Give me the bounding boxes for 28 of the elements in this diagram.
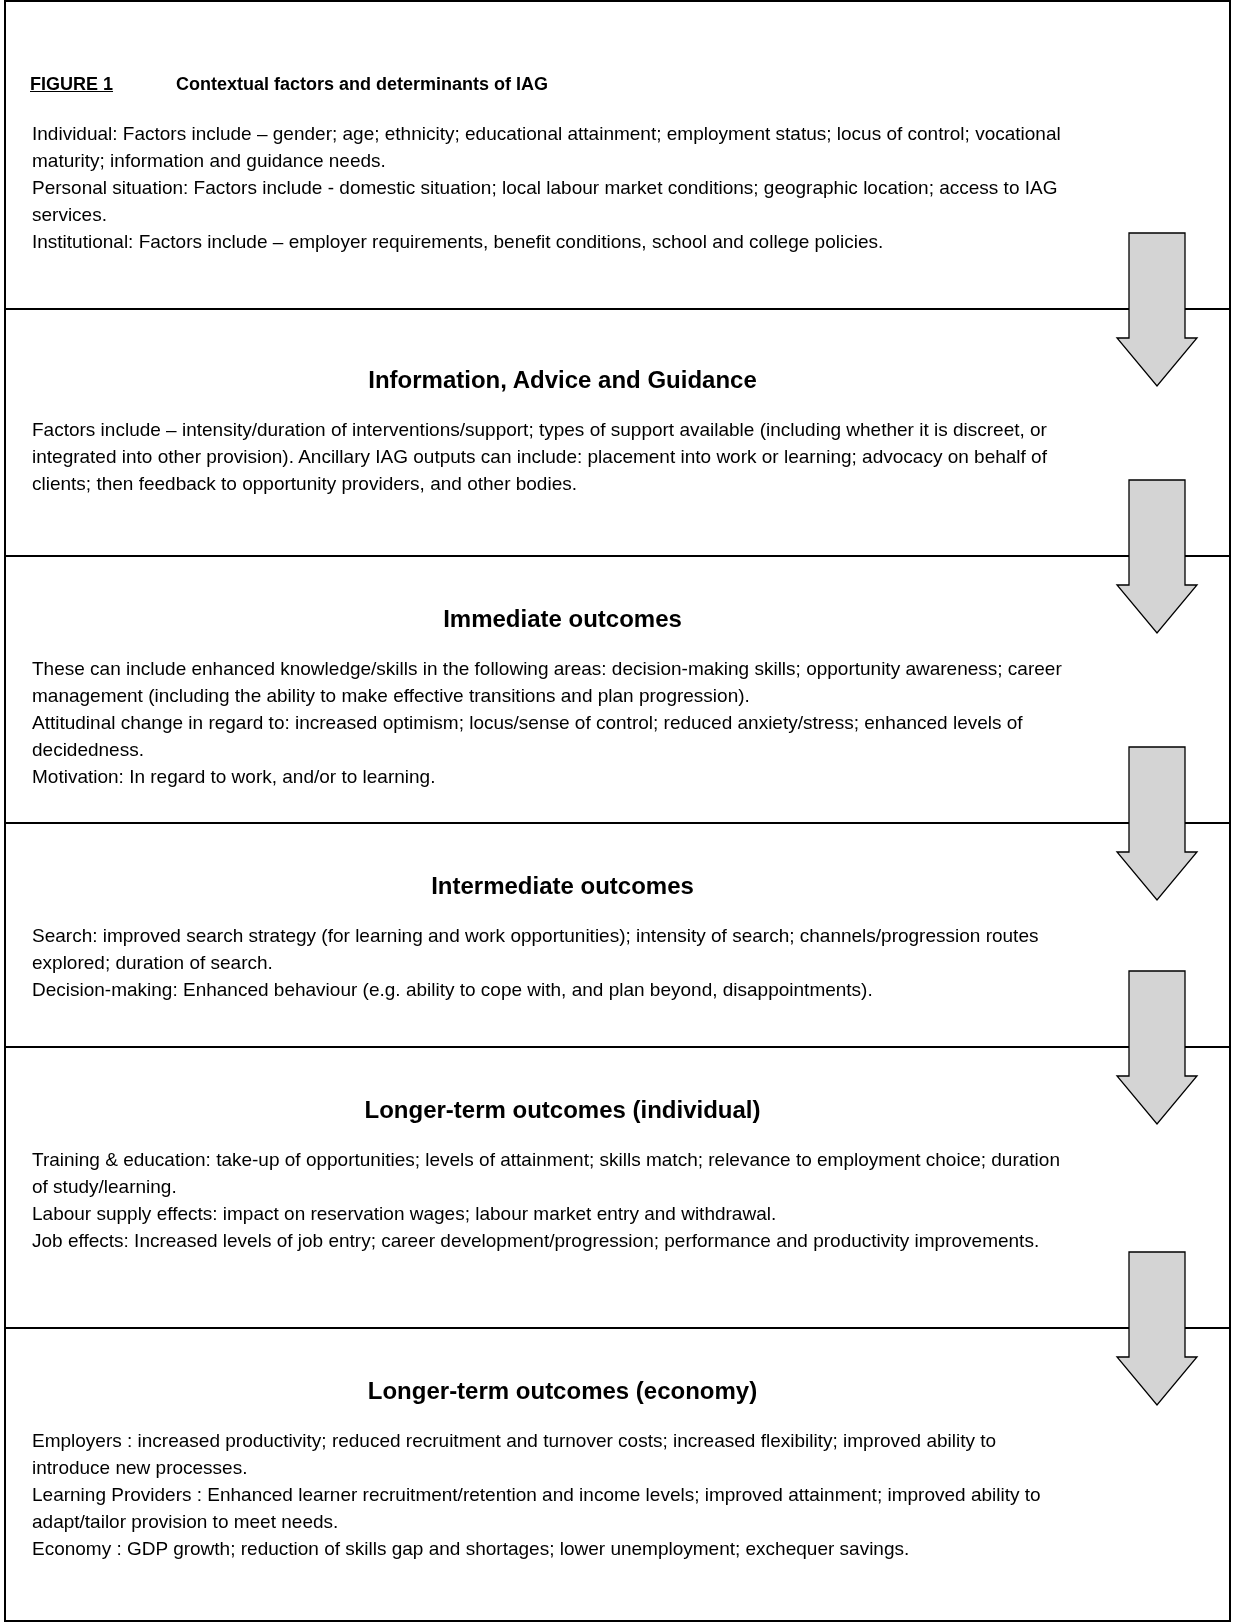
block-arrow	[1115, 1251, 1199, 1406]
body-text: Individual: Factors include – gender; age; ethnicity; educational attainment; employment status; locus of control; vocational maturity; information and guidance needs.	[32, 122, 1062, 173]
body-text: Training & education: take-up of opportunities; levels of attainment; skills match; relevance to employment choice; duration of study/learning.	[32, 1148, 1061, 1199]
band-heading: Immediate outcomes	[442, 605, 683, 633]
body-text: Employers : increased productivity; reduced recruitment and turnover costs; increased flexibility; improved ability to introduce new processes.	[32, 1429, 998, 1480]
figure-label: FIGURE 1	[30, 74, 113, 95]
block-arrow	[1115, 479, 1199, 634]
body-text: Factors include – intensity/duration of interventions/support; types of support available (including whether it is discreet, or integrated into other provision). Ancillary IAG outputs can include: placement into work or learning; advocacy on behalf of clients; then feedback to opportunity providers, and other bodies.	[32, 418, 1048, 496]
band-heading: Intermediate outcomes	[430, 872, 695, 900]
block-arrow	[1115, 232, 1199, 387]
block-arrow	[1115, 746, 1199, 901]
body-text: Learning Providers : Enhanced learner recruitment/retention and income levels; improved attainment; improved ability to adapt/tailor provision to meet needs.	[32, 1483, 1042, 1534]
body-text: Job effects: Increased levels of job entry; career development/progression; performance and productivity improvements.	[32, 1229, 1041, 1253]
body-text: Labour supply effects: impact on reservation wages; labour market entry and withdrawal.	[32, 1202, 778, 1226]
figure-title: Contextual factors and determinants of IAG	[176, 74, 549, 95]
body-text: Institutional: Factors include – employer requirements, benefit conditions, school and college policies.	[32, 230, 885, 254]
body-text: Personal situation: Factors include - domestic situation; local labour market conditions; geographic location; access to IAG services.	[32, 176, 1059, 227]
band-heading: Longer-term outcomes (individual)	[363, 1096, 762, 1124]
band-heading: Longer-term outcomes (economy)	[366, 1377, 759, 1405]
body-text: These can include enhanced knowledge/skills in the following areas: decision-making skills; opportunity awareness; career management (including the ability to make effective transitions and plan progression).	[32, 657, 1063, 708]
flow-band	[4, 1327, 1231, 1622]
band-heading: Information, Advice and Guidance	[367, 366, 758, 394]
block-arrow	[1115, 970, 1199, 1125]
body-text: Economy : GDP growth; reduction of skills gap and shortages; lower unemployment; exchequer savings.	[32, 1537, 911, 1561]
body-text: Decision-making: Enhanced behaviour (e.g. ability to cope with, and plan beyond, disappointments).	[32, 978, 874, 1002]
body-text: Search: improved search strategy (for learning and work opportunities); intensity of search; channels/progression routes explored; duration of search.	[32, 924, 1040, 975]
body-text: Attitudinal change in regard to: increased optimism; locus/sense of control; reduced anxiety/stress; enhanced levels of decidedness.	[32, 711, 1024, 762]
body-text: Motivation: In regard to work, and/or to learning.	[32, 765, 437, 789]
